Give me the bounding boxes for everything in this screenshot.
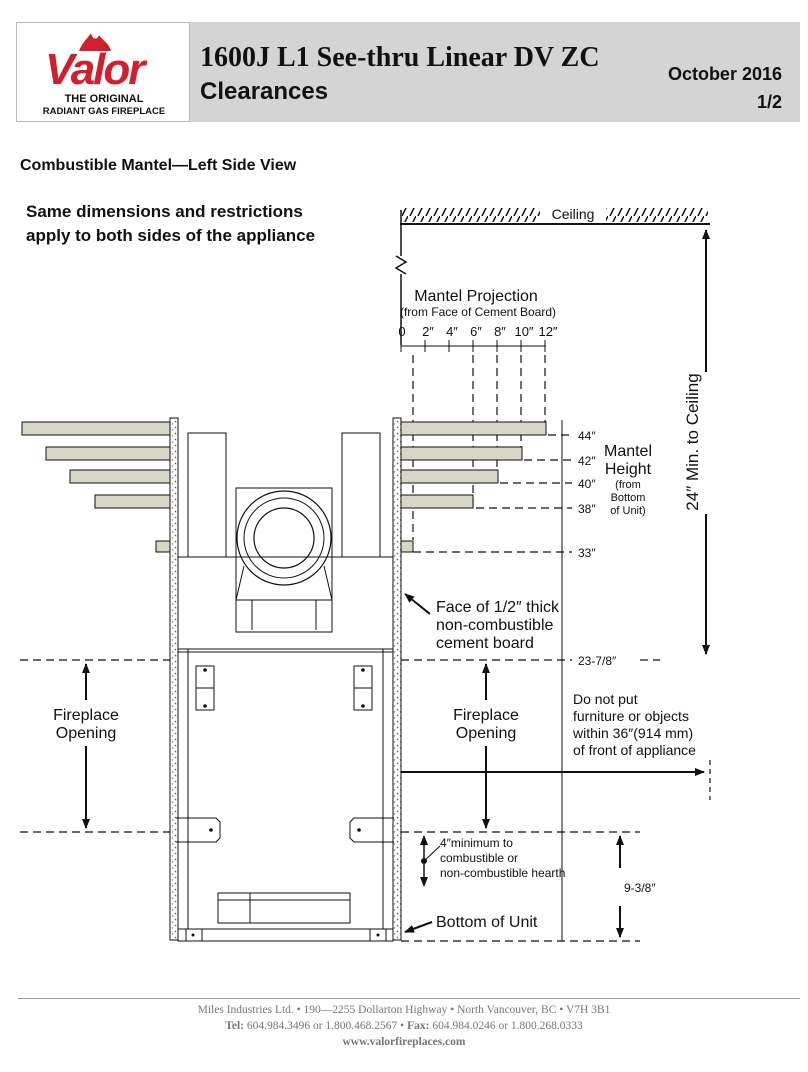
mantel-height-sub-3: of Unit) — [610, 505, 645, 517]
footer-website[interactable]: www.valorfireplaces.com — [342, 1036, 466, 1048]
ceiling: Ceiling — [394, 205, 710, 345]
mantel-projection-label: Mantel Projection — [414, 288, 538, 305]
logo-wordmark: Valor — [45, 45, 145, 94]
height-42: 42″ — [578, 454, 596, 468]
ceiling-label: Ceiling — [552, 206, 595, 222]
flame-icon — [79, 33, 111, 51]
footer-contact: Tel: 604.984.3496 or 1.800.468.2567 • Fa… — [0, 1020, 808, 1032]
bottom-of-unit-label: Bottom of Unit — [436, 914, 538, 931]
hearth-label-1: 4″minimum to — [440, 836, 513, 850]
projection-tick-0: 0 — [398, 324, 405, 339]
face-label-2: non-combustible — [436, 617, 554, 634]
left-fireplace-opening-2: Opening — [56, 725, 117, 742]
mantel-height-label: Mantel — [604, 443, 652, 460]
projection-tick-4: 4″ — [446, 324, 458, 339]
document-subtitle: Clearances — [200, 78, 329, 105]
document-date: October 2016 — [667, 64, 782, 84]
projection-tick-10: 10″ — [514, 324, 533, 339]
no-furniture-4: of front of appliance — [573, 742, 696, 758]
left-fireplace-opening-1: Fireplace — [53, 707, 119, 724]
fax-number: 604.984.0246 or 1.800.268.0333 — [432, 1020, 583, 1032]
height-23-7-8: 23-7/8″ — [578, 654, 617, 668]
fireplace-unit — [176, 432, 394, 942]
header-bar — [190, 22, 800, 122]
right-mantels — [400, 421, 547, 553]
height-40: 40″ — [578, 477, 596, 491]
hearth-label-2: combustible or — [440, 851, 518, 865]
no-furniture-2: furniture or objects — [573, 708, 689, 724]
footer-rule — [18, 998, 800, 999]
logo-tagline: THE ORIGINAL — [64, 93, 144, 105]
mantel-height-sub-2: Bottom — [611, 492, 646, 504]
face-label-3: cement board — [436, 635, 534, 652]
mantel-projection-scale: Mantel Projection (from Face of Cement B… — [398, 288, 558, 540]
face-callout-arrow — [404, 593, 431, 615]
hearth-dimension: 9-3/8″ — [624, 881, 656, 895]
tel-number: 604.984.3496 or 1.800.468.2567 • — [246, 1020, 405, 1032]
no-furniture-3: within 36″(914 mm) — [572, 725, 693, 741]
height-dimension-lines — [20, 434, 640, 942]
hearth-label-3: non-combustible hearth — [440, 866, 565, 880]
right-fireplace-opening-1: Fireplace — [453, 707, 519, 724]
unit-screws — [191, 668, 380, 937]
min-ceiling-label: 24″ Min. to Ceiling — [683, 373, 702, 510]
page-number: 1/2 — [756, 92, 782, 112]
left-mantels — [21, 421, 171, 553]
no-furniture-1: Do not put — [573, 691, 638, 707]
height-33: 33″ — [578, 546, 596, 560]
height-38: 38″ — [578, 502, 596, 516]
tel-label: Tel: — [225, 1020, 244, 1032]
projection-tick-8: 8″ — [494, 324, 506, 339]
section-title: Combustible Mantel—Left Side View — [20, 157, 297, 174]
document-title: 1600J L1 See-thru Linear DV ZC — [200, 42, 600, 73]
vent-collar — [235, 490, 333, 630]
mantel-projection-sublabel: (from Face of Cement Board) — [400, 305, 556, 319]
projection-tick-6: 6″ — [470, 324, 482, 339]
height-44: 44″ — [578, 429, 596, 443]
note-text: Same dimensions and restrictions apply t… — [26, 202, 316, 245]
footer-address: Miles Industries Ltd. • 190—2255 Dollart… — [197, 1004, 611, 1016]
clearance-diagram: Ceiling Mantel Projection (from Face of … — [20, 205, 711, 942]
fax-label: Fax: — [407, 1020, 430, 1032]
projection-tick-12: 12″ — [538, 324, 557, 339]
mantel-height-sub-1: (from — [615, 479, 641, 491]
right-fireplace-opening-2: Opening — [456, 725, 517, 742]
projection-tick-2: 2″ — [422, 324, 434, 339]
mantel-height-label-2: Height — [605, 461, 652, 478]
right-cement-board — [392, 417, 402, 941]
logo-tagline-2: RADIANT GAS FIREPLACE — [42, 106, 166, 117]
valor-logo: Valor THE ORIGINAL RADIANT GAS FIREPLACE — [16, 22, 190, 122]
face-label-1: Face of 1/2″ thick — [436, 599, 560, 616]
left-cement-board — [169, 417, 179, 941]
